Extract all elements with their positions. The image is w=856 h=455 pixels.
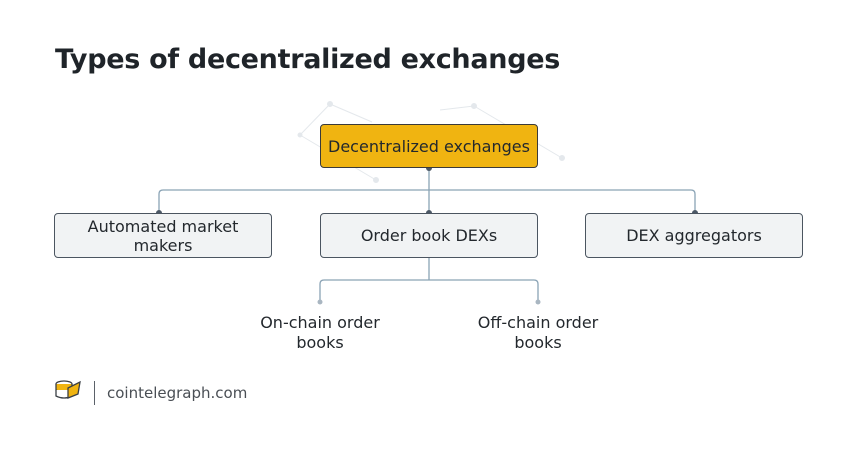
connector-branch [158, 189, 696, 213]
footer-brand: cointelegraph.com [107, 383, 248, 402]
node-order-book-dexs: Order book DEXs [320, 213, 538, 258]
connector-dot [535, 299, 541, 305]
connector-sub-branch [319, 279, 539, 302]
node-label: Decentralized exchanges [328, 136, 530, 156]
node-dex-aggregators: DEX aggregators [585, 213, 803, 258]
node-decentralized-exchanges: Decentralized exchanges [320, 124, 538, 168]
connector-dot [317, 299, 323, 305]
node-label: DEX aggregators [626, 226, 762, 245]
node-automated-market-makers: Automated market makers [54, 213, 272, 258]
footer-divider [94, 380, 95, 405]
node-label: Automated market makers [87, 216, 239, 255]
node-label: Order book DEXs [360, 226, 498, 245]
background-network-decoration [297, 101, 565, 183]
cointelegraph-logo-icon [54, 378, 82, 407]
page-title: Types of decentralized exchanges [55, 44, 561, 75]
leaf-on-chain-order-books: On-chain order books [260, 313, 380, 352]
leaf-off-chain-order-books: Off-chain order books [477, 313, 599, 352]
footer: cointelegraph.com [54, 378, 247, 407]
